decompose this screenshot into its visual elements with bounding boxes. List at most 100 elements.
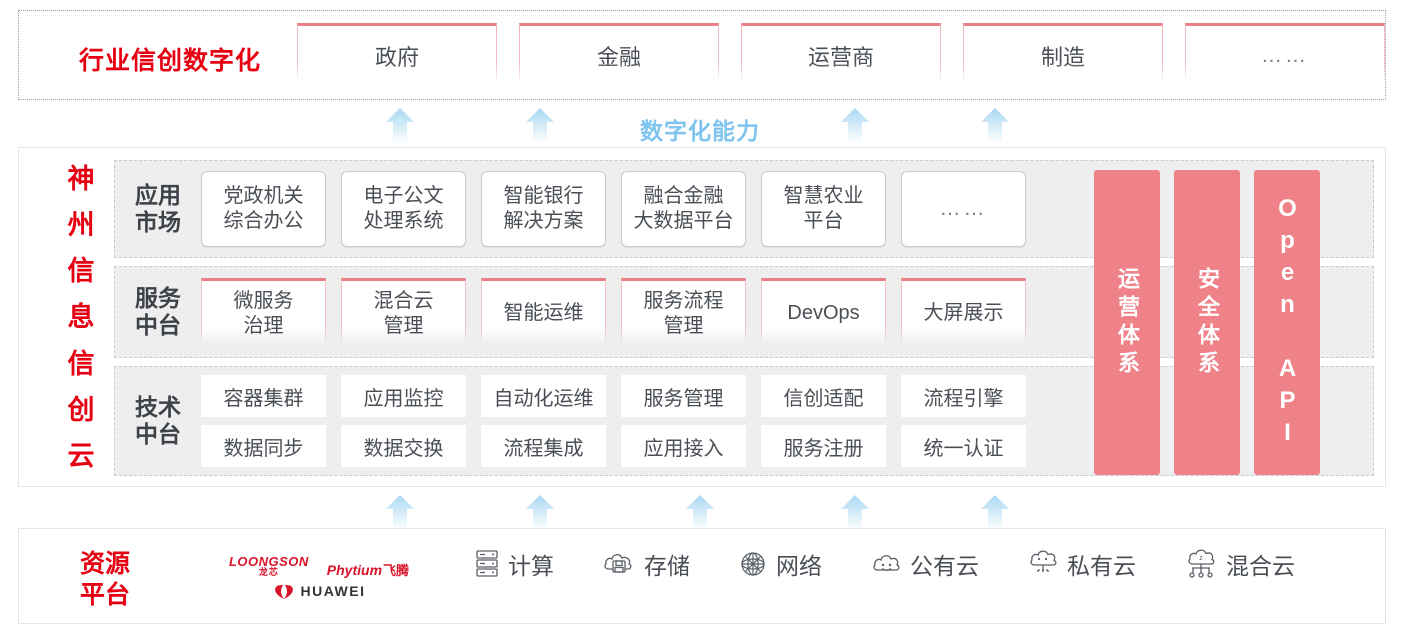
tech-card-app-monitoring[interactable]: 应用监控 bbox=[341, 375, 466, 417]
service-card-label: 智能运维 bbox=[503, 302, 584, 324]
app-card-finance-bigdata[interactable]: 融合金融 大数据平台 bbox=[621, 171, 746, 247]
private-cloud-icon bbox=[1027, 548, 1059, 580]
cloud-platform-band: 神 州 信 息 信 创 云 应用 市场 党政机关 综合办公 电子公文 处理系统 … bbox=[18, 147, 1386, 487]
service-card-devops[interactable]: DevOps bbox=[761, 278, 886, 346]
resource-item-label: 网络 bbox=[776, 553, 822, 579]
service-card-intelligent-ops[interactable]: 智能运维 bbox=[481, 278, 606, 346]
resource-item-private-cloud[interactable]: 私有云 bbox=[1027, 547, 1136, 581]
app-card-smart-bank[interactable]: 智能银行 解决方案 bbox=[481, 171, 606, 247]
up-arrow-icon bbox=[519, 494, 561, 532]
pillar-open-api[interactable]: Open API bbox=[1254, 170, 1320, 475]
tech-card-row: 容器集群 应用监控 自动化运维 服务管理 信创适配 流程引擎 bbox=[201, 375, 1041, 417]
pillar-list: 运营体系 安全体系 Open API bbox=[1094, 170, 1320, 475]
resource-item-label: 公有云 bbox=[910, 553, 979, 579]
tech-card-process-integration[interactable]: 流程集成 bbox=[481, 425, 606, 467]
service-card-microservice-governance[interactable]: 微服务 治理 bbox=[201, 278, 326, 346]
industry-card-manufacturing[interactable]: 制造 bbox=[963, 23, 1163, 85]
industry-card-label: 制造 bbox=[1040, 44, 1085, 70]
service-card-list: 微服务 治理 混合云 管理 智能运维 服务流程 管理 DevOps 大屏展示 bbox=[201, 278, 1373, 346]
cloud-title-char: 云 bbox=[67, 440, 95, 471]
public-cloud-icon bbox=[870, 549, 902, 579]
resource-platform-band: 资源 平台 LOONGSON 龙芯 Phytium 飞腾 bbox=[18, 528, 1386, 624]
up-arrow-icon bbox=[974, 494, 1016, 532]
app-card-smart-agriculture[interactable]: 智慧农业 平台 bbox=[761, 171, 886, 247]
app-card-edoc-system[interactable]: 电子公文 处理系统 bbox=[341, 171, 466, 247]
tech-card-automated-ops[interactable]: 自动化运维 bbox=[481, 375, 606, 417]
industry-band-title: 行业信创数字化 bbox=[78, 47, 261, 75]
app-card-label: …… bbox=[939, 196, 988, 220]
resource-item-hybrid-cloud[interactable]: z 混合云 bbox=[1184, 547, 1295, 581]
resource-item-public-cloud[interactable]: 公有云 bbox=[870, 547, 979, 581]
tech-card-app-access[interactable]: 应用接入 bbox=[621, 425, 746, 467]
industry-card-more[interactable]: …… bbox=[1185, 23, 1385, 85]
svg-text:z: z bbox=[1199, 555, 1203, 562]
huawei-logo: HUAWEI bbox=[273, 583, 366, 599]
industry-card-government[interactable]: 政府 bbox=[297, 23, 497, 85]
cloud-title-char: 神 bbox=[67, 164, 95, 194]
industry-card-finance[interactable]: 金融 bbox=[519, 23, 719, 85]
tech-card-container-cluster[interactable]: 容器集群 bbox=[201, 375, 326, 417]
resource-item-list: 计算 存储 bbox=[474, 547, 1295, 581]
resource-item-compute[interactable]: 计算 bbox=[474, 547, 554, 581]
pillar-label: 安全体系 bbox=[1195, 266, 1220, 379]
pillar-security-system[interactable]: 安全体系 bbox=[1174, 170, 1240, 475]
up-arrow-icon bbox=[379, 107, 421, 145]
capability-arrow-row-top bbox=[0, 105, 1402, 145]
cloud-platform-title: 神 州 信 息 信 创 云 bbox=[51, 160, 111, 476]
cloud-title-char: 创 bbox=[67, 394, 95, 425]
up-arrow-icon bbox=[519, 107, 561, 145]
phytium-logo-cn: 飞腾 bbox=[383, 562, 410, 578]
tech-card-grid: 容器集群 应用监控 自动化运维 服务管理 信创适配 流程引擎 数据同步 数据交换… bbox=[201, 375, 1041, 467]
resource-item-label: 计算 bbox=[508, 553, 554, 579]
up-arrow-icon bbox=[834, 107, 876, 145]
up-arrow-icon bbox=[974, 107, 1016, 145]
resource-platform-title: 资源 平台 bbox=[79, 550, 130, 609]
service-card-hybrid-cloud-management[interactable]: 混合云 管理 bbox=[341, 278, 466, 346]
cloud-title-char: 信 bbox=[67, 348, 95, 379]
app-card-government-office[interactable]: 党政机关 综合办公 bbox=[201, 171, 326, 247]
service-card-label: 混合云 管理 bbox=[373, 289, 434, 337]
loongson-logo-text: LOONGSON bbox=[228, 554, 309, 569]
huawei-logo-text: HUAWEI bbox=[300, 583, 366, 599]
cloud-title-char: 信 bbox=[67, 256, 95, 287]
server-icon bbox=[474, 549, 500, 579]
pillar-label: Open API bbox=[1274, 194, 1301, 451]
up-arrow-icon bbox=[679, 494, 721, 532]
tech-card-xinchuang-adaptation[interactable]: 信创适配 bbox=[761, 375, 886, 417]
tech-card-process-engine[interactable]: 流程引擎 bbox=[901, 375, 1026, 417]
tech-card-row: 数据同步 数据交换 流程集成 应用接入 服务注册 统一认证 bbox=[201, 425, 1041, 467]
resource-item-storage[interactable]: 存储 bbox=[602, 547, 690, 581]
app-card-more[interactable]: …… bbox=[901, 171, 1026, 247]
industry-card-label: 政府 bbox=[374, 44, 419, 70]
app-market-card-list: 党政机关 综合办公 电子公文 处理系统 智能银行 解决方案 融合金融 大数据平台… bbox=[201, 171, 1373, 247]
tech-card-data-sync[interactable]: 数据同步 bbox=[201, 425, 326, 467]
layer-service-platform: 服务 中台 微服务 治理 混合云 管理 智能运维 服务流程 管理 DevOps … bbox=[114, 266, 1374, 358]
service-card-large-screen-display[interactable]: 大屏展示 bbox=[901, 278, 1026, 346]
service-card-label: 大屏展示 bbox=[923, 302, 1004, 324]
pillar-operations-system[interactable]: 运营体系 bbox=[1094, 170, 1160, 475]
cloud-storage-icon bbox=[602, 549, 636, 579]
layer-tech-platform: 技术 中台 容器集群 应用监控 自动化运维 服务管理 信创适配 流程引擎 数据同… bbox=[114, 366, 1374, 476]
capability-label: 数字化能力 bbox=[640, 118, 760, 144]
cloud-title-char: 息 bbox=[67, 302, 95, 333]
service-card-service-process-management[interactable]: 服务流程 管理 bbox=[621, 278, 746, 346]
industry-card-label: 金融 bbox=[596, 44, 641, 70]
layer-label-tech-platform: 技术 中台 bbox=[135, 393, 181, 447]
tech-card-service-management[interactable]: 服务管理 bbox=[621, 375, 746, 417]
hybrid-cloud-icon: z bbox=[1184, 548, 1218, 580]
tech-card-data-exchange[interactable]: 数据交换 bbox=[341, 425, 466, 467]
industry-card-telecom[interactable]: 运营商 bbox=[741, 23, 941, 85]
service-card-label: 微服务 治理 bbox=[233, 289, 294, 337]
industry-card-list: 政府 金融 运营商 制造 …… bbox=[297, 23, 1385, 85]
cloud-title-char: 州 bbox=[67, 210, 95, 241]
layer-label-app-market: 应用 市场 bbox=[135, 181, 181, 235]
vendor-logo-group: LOONGSON 龙芯 Phytium 飞腾 HUAWEI bbox=[204, 544, 434, 610]
tech-card-unified-auth[interactable]: 统一认证 bbox=[901, 425, 1026, 467]
tech-card-service-registry[interactable]: 服务注册 bbox=[761, 425, 886, 467]
industry-band: 行业信创数字化 政府 金融 运营商 制造 …… bbox=[18, 10, 1386, 100]
layer-app-market: 应用 市场 党政机关 综合办公 电子公文 处理系统 智能银行 解决方案 融合金融… bbox=[114, 160, 1374, 258]
resource-item-network[interactable]: 网络 bbox=[738, 547, 822, 581]
pillar-label: 运营体系 bbox=[1115, 266, 1140, 379]
service-card-label: 服务流程 管理 bbox=[643, 289, 724, 337]
